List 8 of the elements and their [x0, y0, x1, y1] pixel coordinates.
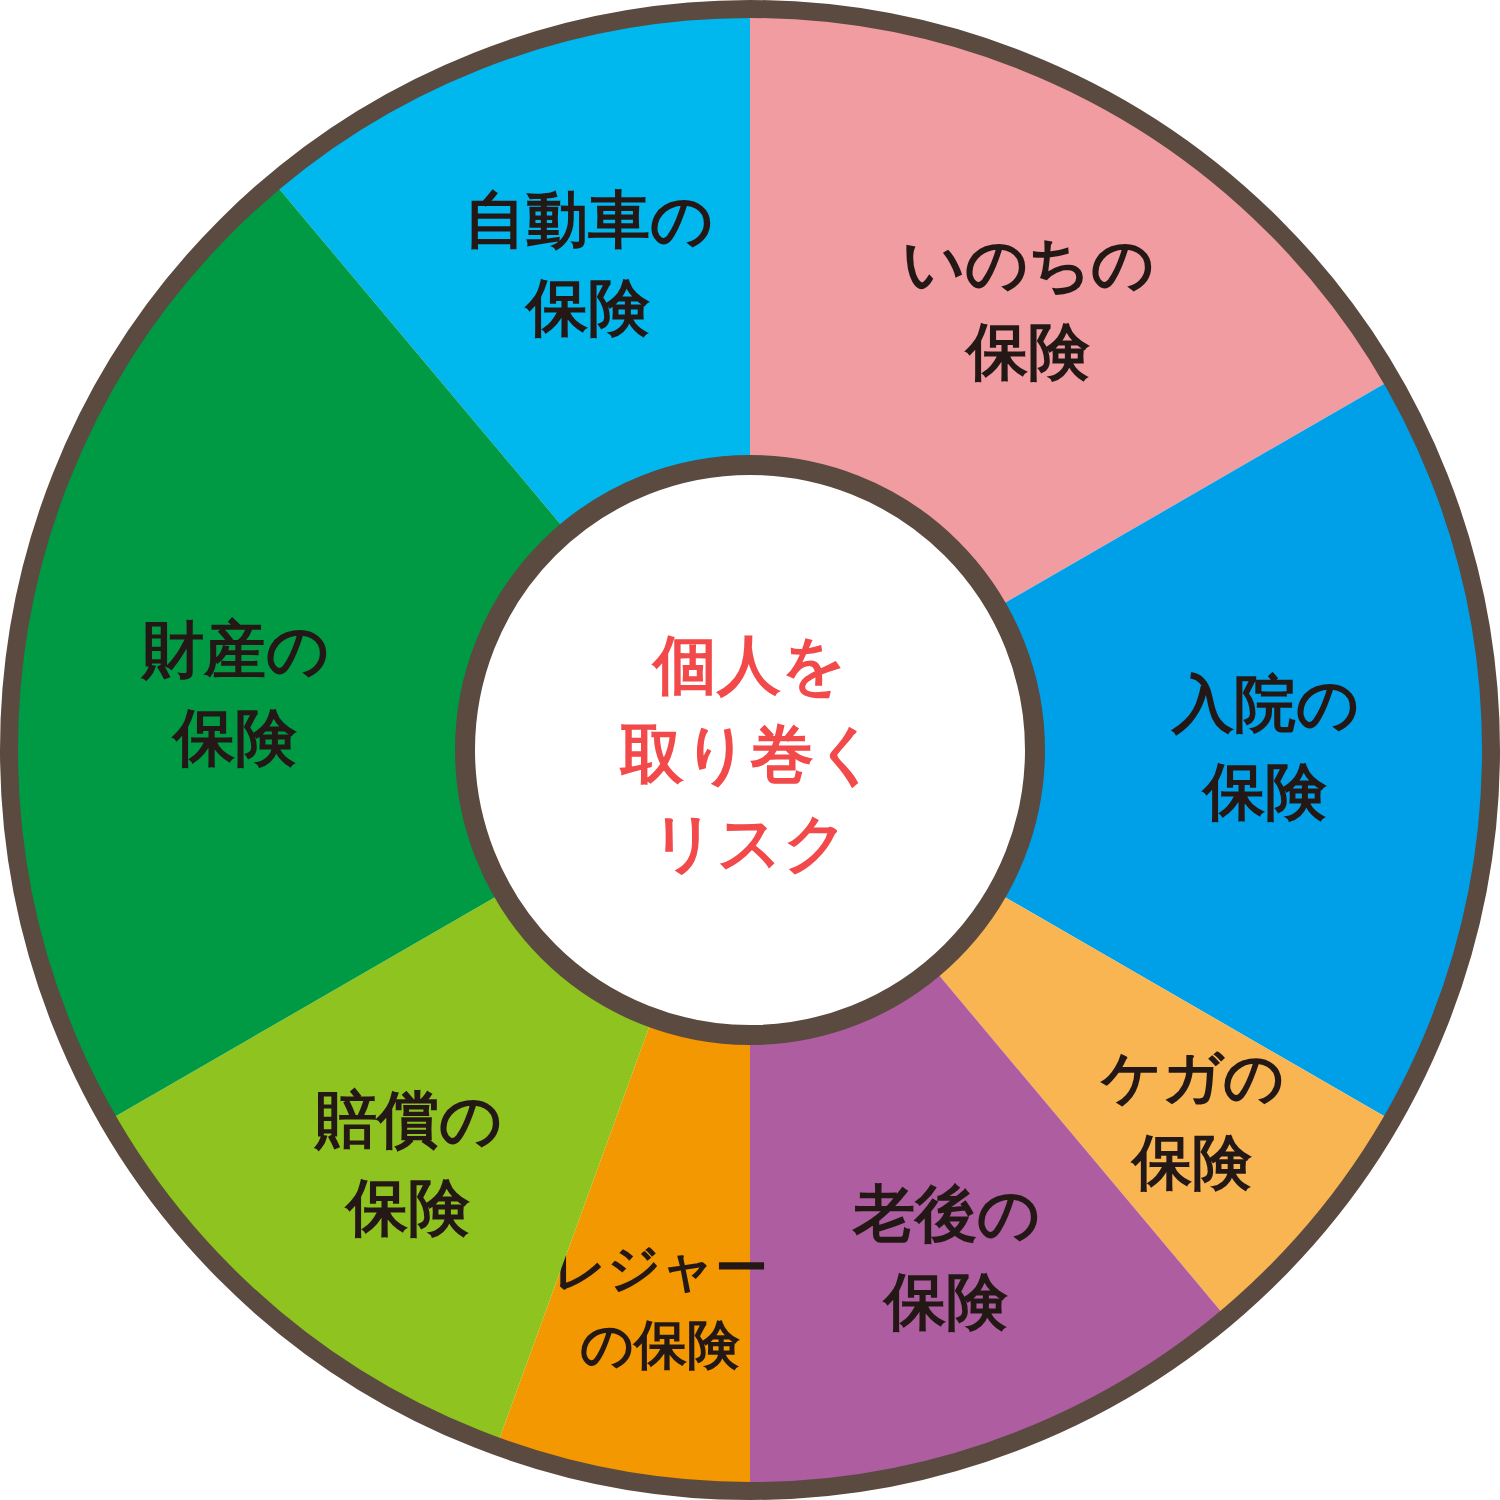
segment-label: いのちの保険 — [902, 226, 1154, 390]
segment-label: 自動車の保険 — [463, 182, 713, 346]
segment-label: ケガの保険 — [1100, 1041, 1284, 1199]
segment-label: 入院の保険 — [1171, 666, 1359, 830]
segment-label: 賠償の保険 — [314, 1082, 502, 1246]
center-label: 個人を取り巻くリスク — [620, 626, 880, 882]
segment-label: 老後の保険 — [852, 1176, 1040, 1340]
segment-label: 財産の保険 — [141, 612, 329, 776]
